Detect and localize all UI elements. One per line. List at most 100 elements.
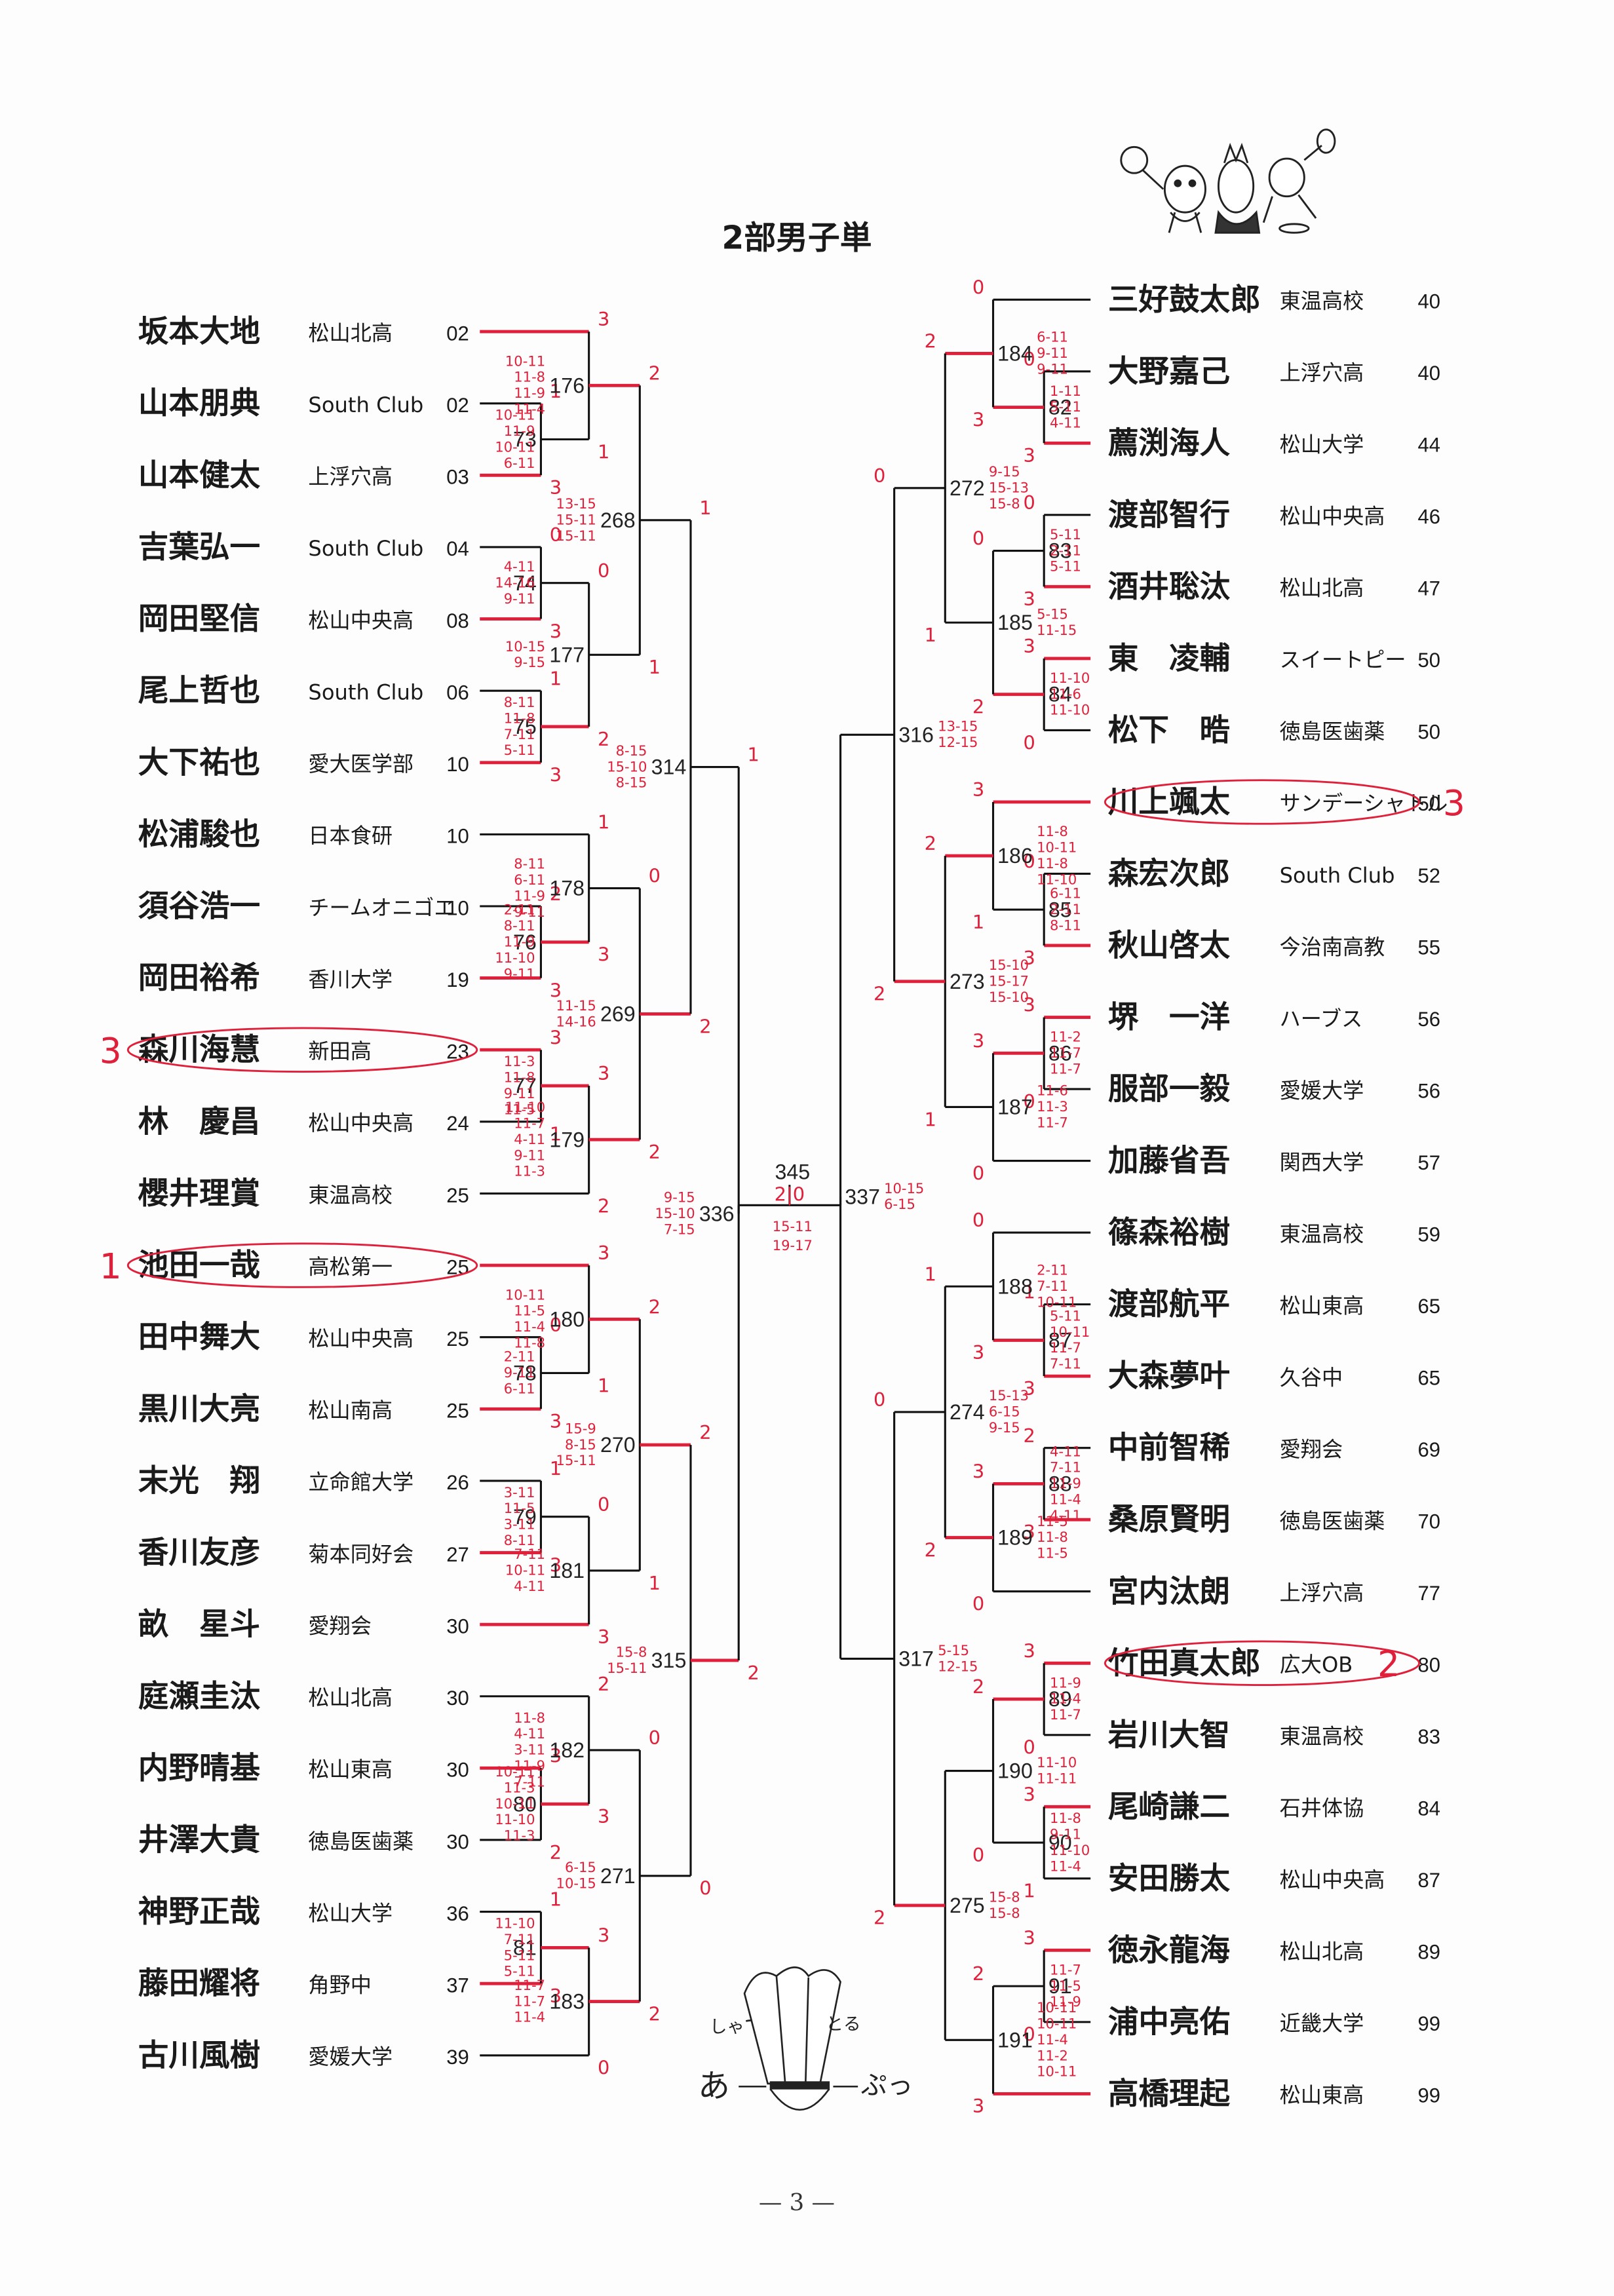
game-score: 11-7 [1050,1706,1081,1723]
player-name: 山本朋典 [138,385,260,421]
player-seed: 52 [1417,864,1440,887]
top-games-won: 2 [550,883,562,905]
bottom-games-won: 2 [874,1907,885,1929]
game-score: 6-15 [884,1196,915,1212]
game-score: 11-8 [504,1069,535,1085]
player-name: 服部一毅 [1108,1071,1231,1107]
player-team: 久谷中 [1280,1365,1343,1390]
player-team: 東温高校 [308,1183,393,1208]
bottom-games-won: 3 [550,476,562,499]
player-name: 高橋理起 [1108,2076,1231,2111]
match-number: 88 [1048,1472,1072,1496]
game-score: 3-11 [504,1484,535,1501]
game-score: 10-15 [556,1875,596,1892]
game-score: 9-11 [504,1085,535,1101]
player-name: 吉葉弘一 [138,529,260,564]
bottom-games-won: 1 [649,1572,661,1594]
top-games-won: 1 [925,1263,936,1285]
game-score: 1-11 [1050,383,1081,399]
bottom-games-won: 2 [748,1662,759,1684]
player-seed: 10 [446,753,469,776]
game-score: 11-9 [1050,1674,1081,1691]
player-seed: 24 [446,1112,469,1135]
game-score: 8-11 [504,694,535,710]
bottom-games-won: 1 [925,624,936,646]
player-team: 高松第一 [308,1254,393,1279]
game-score: 4-11 [1050,1507,1081,1523]
match-number: 336 [699,1202,735,1225]
bottom-games-won: 3 [550,979,562,1001]
game-score: 15-8 [616,1643,647,1660]
player-team: 松山中央高 [308,1326,413,1351]
match-number: 274 [950,1400,985,1424]
player-name: 川上颯太 [1108,784,1231,819]
match-number: 73 [513,428,537,451]
top-games-won: 2 [649,1295,661,1318]
match-number: 176 [549,373,585,397]
player-team: 松山大学 [308,1901,393,1926]
game-score: 11-10 [1037,871,1077,887]
bottom-games-won: 2 [649,2002,661,2025]
bottom-games-won: 0 [598,2057,609,2079]
game-score: 15-11 [556,511,596,527]
player-name: 田中舞大 [138,1319,260,1354]
page-title: 2部男子単 [721,220,872,257]
game-score: 10-11 [495,438,535,455]
match-number: 78 [513,1362,537,1385]
player-seed: 02 [446,322,469,345]
player-team: 松山中央高 [308,608,413,633]
shuttlecock-logo: しゃ とる あ ぷっ [698,1966,913,2111]
player-team: 関西大学 [1280,1150,1364,1175]
player-name: 中前智稀 [1108,1430,1230,1465]
game-score: 9-15 [989,463,1020,480]
top-games-won: 3 [1024,1783,1035,1805]
bottom-games-won: 0 [1024,2023,1035,2046]
placement-rank: 3 [100,1031,122,1071]
top-games-won: 3 [972,1461,984,1483]
player-team: 松山東高 [1280,1293,1364,1318]
game-score: 9-11 [504,1364,535,1381]
match-number: 270 [600,1433,636,1457]
player-seed: 65 [1417,1295,1440,1318]
bottom-games-won: 2 [550,1841,562,1864]
player-seed: 47 [1417,577,1440,600]
game-score: 2-11 [504,902,535,918]
game-score: 7-11 [1037,1278,1068,1294]
bottom-games-won: 3 [1024,588,1035,610]
match-number: 269 [600,1003,636,1026]
top-games-won: 0 [874,1388,885,1411]
game-score: 12-15 [938,734,978,750]
player-seed: 30 [446,1615,469,1637]
player-name: 安田勝太 [1108,1860,1231,1896]
game-score: 7-11 [514,1773,545,1789]
game-score: 15-13 [989,479,1029,495]
player-seed: 57 [1417,1151,1440,1174]
game-score: 9-11 [1037,345,1068,361]
game-score: 11-4 [514,2009,545,2025]
bottom-games-won: 3 [598,1626,609,1648]
top-games-won: 1 [748,744,759,766]
game-score: 15-17 [989,972,1029,989]
game-score: 10-11 [1037,839,1077,856]
game-score: 10-11 [1050,1324,1090,1340]
player-team: 東温高校 [1280,1724,1364,1749]
top-games-won: 0 [1024,851,1035,873]
game-score: 11-10 [505,1099,545,1115]
player-team: 菊本同好会 [308,1542,413,1567]
top-games-won: 0 [972,1209,984,1231]
game-score: 3-11 [504,1516,535,1533]
game-score: 11-5 [504,1101,535,1117]
game-score: 15-8 [989,1905,1020,1921]
player-seed: 89 [1417,1941,1440,1964]
player-seed: 25 [446,1184,469,1207]
match-number: 177 [549,643,585,666]
game-score: 8-11 [504,917,535,934]
player-name: 櫻井理賞 [138,1176,260,1211]
match-number: 75 [513,715,537,738]
player-name: 林 慶昌 [138,1103,260,1139]
player-name: 徳永龍海 [1107,1932,1230,1968]
top-games-won: 3 [1024,994,1035,1016]
game-score: 11-10 [1050,702,1090,718]
player-name: 加藤省吾 [1108,1143,1230,1178]
player-seed: 40 [1417,290,1440,313]
